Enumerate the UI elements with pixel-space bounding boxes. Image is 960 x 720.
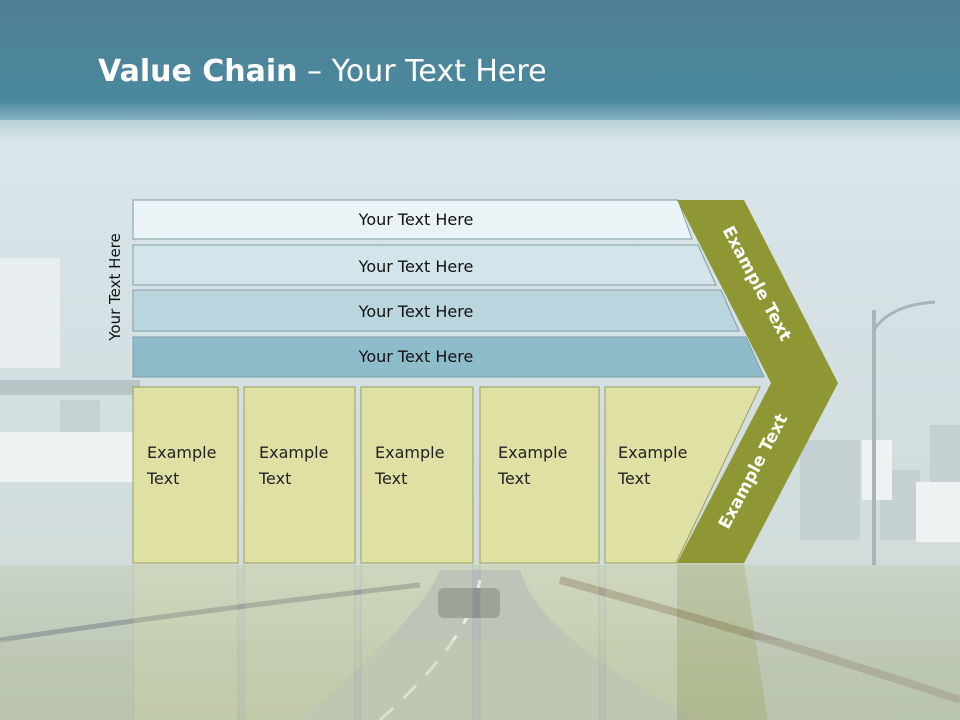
band-shape-2	[132, 244, 717, 286]
box-5-line2: Text	[617, 469, 650, 488]
box-3-line1: Example	[375, 443, 444, 462]
box-shape-1	[132, 386, 239, 564]
band-label-4: Your Text Here	[358, 347, 474, 366]
band-label-1: Your Text Here	[358, 210, 474, 229]
box-shape-4	[479, 386, 600, 564]
box-2: Example Text	[243, 386, 356, 564]
band-row-2: Your Text Here	[132, 244, 717, 286]
band-label-2: Your Text Here	[358, 257, 474, 276]
chevron-arrow	[677, 200, 838, 563]
box-4: Example Text	[479, 386, 600, 564]
band-row-3: Your Text Here	[132, 289, 740, 332]
title-bold: Value Chain	[98, 54, 298, 89]
reflection	[132, 562, 768, 720]
box-3: Example Text	[360, 386, 474, 564]
box-2-line2: Text	[258, 469, 291, 488]
band-row-4: Your Text Here	[132, 336, 765, 378]
band-shape-4	[132, 336, 765, 378]
box-shape-5	[604, 386, 761, 564]
box-1-line2: Text	[146, 469, 179, 488]
box-1-line1: Example	[147, 443, 216, 462]
box-1: Example Text	[132, 386, 239, 564]
box-4-line1: Example	[498, 443, 567, 462]
box-3-line2: Text	[374, 469, 407, 488]
band-label-3: Your Text Here	[358, 302, 474, 321]
slide-title: Value Chain – Your Text Here	[98, 54, 547, 89]
band-row-1: Your Text Here	[132, 199, 693, 240]
title-rest: – Your Text Here	[297, 54, 547, 89]
box-5-line1: Example	[618, 443, 687, 462]
box-5: Example Text	[604, 386, 761, 564]
band-shape-1	[132, 199, 693, 240]
band-shape-3	[132, 289, 740, 332]
box-2-line1: Example	[259, 443, 328, 462]
box-shape-3	[360, 386, 474, 564]
box-4-line2: Text	[497, 469, 530, 488]
box-shape-2	[243, 386, 356, 564]
